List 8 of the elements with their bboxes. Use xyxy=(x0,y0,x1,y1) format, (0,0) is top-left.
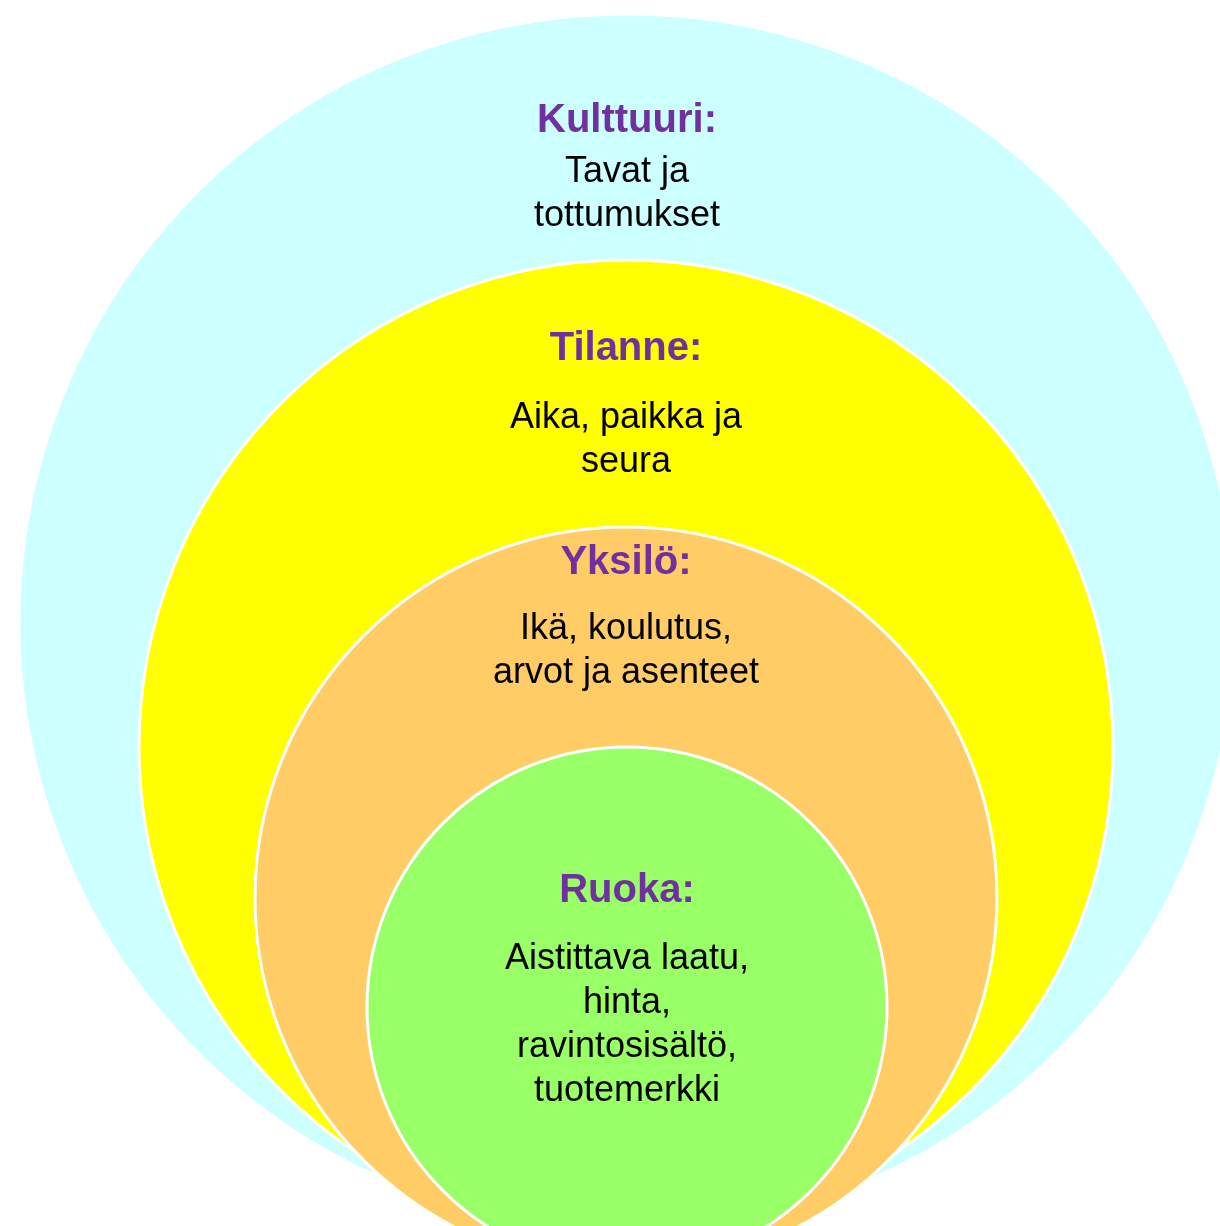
circle-heading: Ruoka: xyxy=(559,865,695,911)
circle-heading: Yksilö: xyxy=(560,537,692,583)
circle-heading: Kulttuuri: xyxy=(537,95,717,141)
circle-text: Aika, paikka ja seura xyxy=(508,394,744,482)
circle-heading: Tilanne: xyxy=(549,323,703,369)
circle-text: Ikä, koulutus, arvot ja asenteet xyxy=(491,605,761,693)
circle-text: Aistittava laatu, hinta, ravintosisältö, tuotemerkki xyxy=(503,935,751,1111)
circle-text: Tavat ja tottumukset xyxy=(532,148,722,236)
